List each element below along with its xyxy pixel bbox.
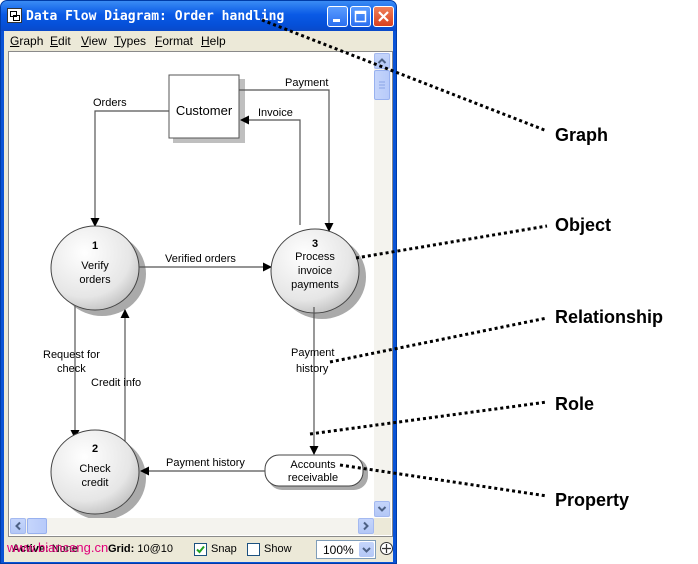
crosshair-icon — [382, 544, 391, 553]
callout-line-role — [309, 400, 548, 436]
menu-graph[interactable]: Graph — [10, 34, 44, 48]
zoom-fit-button[interactable] — [380, 542, 393, 555]
flow-payment-history-label-2: history — [296, 363, 329, 375]
scroll-corner — [374, 518, 391, 535]
customer-label: Customer — [176, 103, 233, 118]
process-invoice-payments[interactable]: 3 Process invoice payments — [270, 228, 366, 319]
callout-line-relationship — [329, 316, 548, 364]
process-verify-orders[interactable]: 1 Verify orders — [50, 225, 146, 316]
menu-help[interactable]: Help — [201, 34, 226, 48]
zoom-select[interactable]: 100% — [316, 540, 376, 559]
process2-label-2: credit — [82, 477, 109, 489]
diagram-svg: Customer Orders Payment — [43, 74, 368, 520]
menu-types[interactable]: Types — [114, 34, 147, 48]
flow-credit-info-label: Credit info — [91, 377, 141, 389]
flow-verified-orders-label: Verified orders — [165, 253, 236, 265]
chevron-up-icon — [377, 58, 387, 64]
menu-format[interactable]: Format — [155, 34, 194, 48]
process3-label-1: Process — [295, 251, 335, 263]
callout-property: Property — [555, 490, 630, 510]
diagram-canvas[interactable]: Customer Orders Payment — [13, 54, 372, 520]
window-client: Graph Edit View Types Format Help — [4, 31, 393, 562]
flow-payment-history-label-1: Payment — [291, 347, 334, 359]
process1-label-1: Verify — [81, 260, 109, 272]
callout-role: Role — [555, 394, 595, 414]
close-button[interactable] — [373, 6, 394, 27]
flow-orders-label: Orders — [93, 97, 127, 109]
flow-payment-history-to-store[interactable]: Payment history — [291, 307, 334, 455]
callout-graph: Graph — [555, 125, 609, 145]
status-bar: Active: None Grid: 10@10 Snap Show 100% — [4, 539, 393, 562]
process2-number: 2 — [92, 443, 98, 455]
flow-payment-history-to-credit[interactable]: Payment history — [140, 457, 265, 476]
callout-object: Object — [555, 215, 612, 235]
menu-view[interactable]: View — [81, 34, 107, 48]
horizontal-scrollbar[interactable] — [10, 518, 374, 535]
app-window: Data Flow Diagram: Order handling Graph … — [0, 0, 397, 564]
flow-request-for-check[interactable]: Request for check — [43, 305, 100, 439]
minimize-icon — [333, 19, 340, 22]
zoom-dropdown-button[interactable] — [359, 542, 374, 557]
chevron-right-icon — [363, 521, 369, 531]
process3-label-3: payments — [291, 279, 339, 291]
process1-number: 1 — [92, 240, 98, 252]
checkmark-icon — [196, 545, 205, 554]
scroll-down-button[interactable] — [374, 501, 390, 517]
customer-entity[interactable]: Customer — [168, 74, 245, 143]
snap-checkbox[interactable] — [194, 543, 207, 556]
diagram-frame: Customer Orders Payment — [8, 51, 393, 537]
vertical-scrollbar[interactable] — [374, 53, 391, 517]
title-bar[interactable]: Data Flow Diagram: Order handling — [1, 1, 396, 31]
minimize-button[interactable] — [327, 6, 348, 27]
flow-request-label-1: Request for — [43, 349, 100, 361]
grip-icon — [379, 81, 385, 89]
app-icon[interactable] — [7, 8, 22, 23]
flow-invoice[interactable]: Invoice — [240, 107, 301, 225]
zoom-value: 100% — [323, 543, 354, 557]
store-label-2: receivable — [288, 472, 338, 484]
horizontal-scroll-thumb[interactable] — [27, 518, 47, 534]
flow-payment[interactable]: Payment — [239, 77, 334, 232]
flow-payment-label: Payment — [285, 77, 328, 89]
maximize-button[interactable] — [350, 6, 371, 27]
process-check-credit[interactable]: 2 Check credit — [50, 429, 146, 520]
process3-number: 3 — [312, 238, 318, 250]
show-label: Show — [264, 543, 292, 555]
flow-verified-orders[interactable]: Verified orders — [139, 253, 272, 272]
process1-label-2: orders — [79, 274, 111, 286]
chevron-down-icon — [362, 547, 371, 553]
process3-label-2: invoice — [298, 265, 332, 277]
flow-payment-history-h-label: Payment history — [166, 457, 245, 469]
process2-label-1: Check — [79, 463, 111, 475]
maximize-icon — [354, 10, 367, 23]
snap-label: Snap — [211, 543, 237, 555]
flow-request-label-2: check — [57, 363, 86, 375]
chevron-down-icon — [377, 506, 387, 512]
data-store-accounts-receivable[interactable]: Accounts receivable — [264, 454, 368, 490]
window-title: Data Flow Diagram: Order handling — [26, 9, 285, 24]
menu-edit[interactable]: Edit — [50, 34, 71, 48]
callout-line-property — [339, 463, 548, 498]
show-checkbox[interactable] — [247, 543, 260, 556]
flow-orders[interactable]: Orders — [90, 97, 169, 227]
scroll-right-button[interactable] — [358, 518, 374, 534]
scroll-left-button[interactable] — [10, 518, 26, 534]
close-icon — [378, 11, 389, 22]
scroll-up-button[interactable] — [374, 53, 390, 69]
status-active: Active: None — [12, 543, 79, 555]
callout-relationship: Relationship — [555, 307, 664, 327]
chevron-left-icon — [15, 521, 21, 531]
store-label-1: Accounts — [290, 459, 336, 471]
vertical-scroll-thumb[interactable] — [374, 70, 390, 100]
callout-line-graph — [261, 18, 548, 133]
callout-line-object — [355, 224, 548, 260]
status-grid: Grid: 10@10 — [108, 543, 173, 555]
flow-credit-info[interactable]: Credit info — [91, 309, 141, 442]
watermark: www.bianceng.cn — [7, 540, 109, 555]
menu-bar: Graph Edit View Types Format Help — [4, 31, 393, 51]
flow-invoice-label: Invoice — [258, 107, 293, 119]
